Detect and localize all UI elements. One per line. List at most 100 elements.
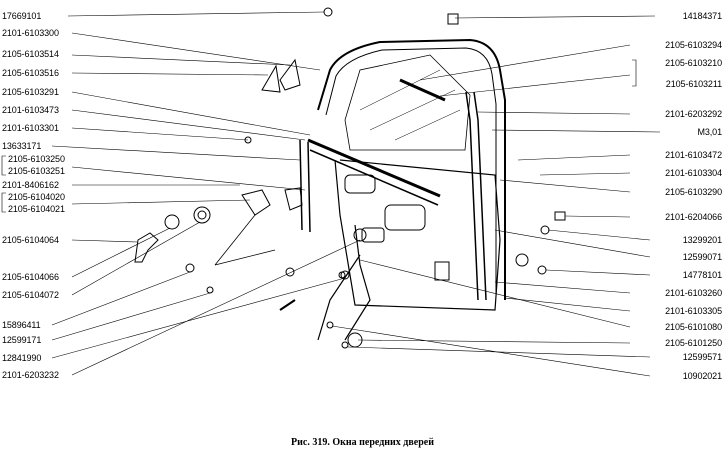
fastener xyxy=(206,286,214,294)
leader-line xyxy=(71,127,249,141)
upper-seal-strip xyxy=(399,78,446,102)
part-label: 2101-6103300 xyxy=(2,28,59,38)
part-label: 2105-6104020 xyxy=(8,192,65,202)
leader-line xyxy=(51,292,211,341)
part-label: 2105-6104066 xyxy=(2,272,59,282)
part-label: 2101-8406162 xyxy=(2,180,59,190)
label-group-bracket xyxy=(632,59,637,87)
leader-line xyxy=(357,339,631,344)
panel-opening xyxy=(361,227,385,243)
fastener xyxy=(338,271,346,279)
part-label: 2101-6103301 xyxy=(2,123,59,133)
part-label: 2105-6103514 xyxy=(2,49,59,59)
fastener xyxy=(285,267,295,277)
leader-line xyxy=(547,229,651,241)
part-label: 2105-6104064 xyxy=(2,235,59,245)
handle-ring xyxy=(197,210,207,220)
handle-ring xyxy=(193,206,211,224)
leader-line xyxy=(71,227,171,278)
part-label: 2105-6103294 xyxy=(665,40,722,50)
leader-line xyxy=(71,239,361,376)
panel-opening xyxy=(434,261,450,281)
leader-line xyxy=(494,229,651,258)
clip xyxy=(554,211,566,221)
leader-line xyxy=(71,109,306,141)
leader-line xyxy=(71,72,269,76)
label-group-bracket xyxy=(1,192,6,213)
guide-line xyxy=(214,249,276,266)
vent-window-seal xyxy=(279,58,301,91)
leader-line xyxy=(71,166,306,191)
part-label: 2105-6103210 xyxy=(665,58,722,68)
leader-line xyxy=(491,129,661,133)
panel-opening xyxy=(344,174,376,194)
leader-line xyxy=(71,91,311,136)
leader-line xyxy=(359,259,631,328)
part-label: 2101-6204066 xyxy=(665,212,722,222)
leader-line xyxy=(564,215,631,218)
leader-line xyxy=(477,111,631,115)
regulator-pulley xyxy=(353,228,367,242)
leader-line xyxy=(71,32,321,71)
part-label: 14184371 xyxy=(682,11,722,21)
clip xyxy=(447,13,459,25)
part-label: М3,01 xyxy=(697,127,722,137)
part-label: 12599171 xyxy=(2,335,42,345)
leader-line xyxy=(539,172,631,176)
screw xyxy=(279,299,296,311)
part-label: 2101-6103305 xyxy=(665,306,722,316)
part-label: 2105-6103290 xyxy=(665,187,722,197)
part-label: 14778101 xyxy=(682,270,722,280)
leader-line xyxy=(494,281,631,294)
fastener xyxy=(326,321,334,329)
part-label: 2101-6203292 xyxy=(665,109,722,119)
part-label: 2101-6103260 xyxy=(665,288,722,298)
leader-line xyxy=(71,54,291,66)
leader-line xyxy=(71,221,201,296)
leader-line xyxy=(51,271,191,326)
leader-line xyxy=(331,325,651,377)
label-group-bracket xyxy=(1,155,6,176)
leader-line xyxy=(71,239,139,243)
window-handle xyxy=(134,232,159,263)
leader-line xyxy=(51,145,301,161)
fastener xyxy=(537,265,547,275)
regulator-pulley xyxy=(340,270,350,280)
rear-run-channel xyxy=(465,91,487,301)
part-label: 2105-6104021 xyxy=(8,204,65,214)
fastener xyxy=(341,341,349,349)
leader-line xyxy=(545,269,651,276)
leader-line xyxy=(454,15,656,19)
part-label: 2101-6103472 xyxy=(665,150,722,160)
part-label: 2101-6103304 xyxy=(665,168,722,178)
fastener xyxy=(540,225,550,235)
handle-ring xyxy=(164,214,180,230)
fastener xyxy=(323,7,333,17)
leader-line xyxy=(67,11,325,17)
leader-line xyxy=(439,74,631,97)
fastener xyxy=(515,253,529,267)
regulator-bracket xyxy=(284,187,303,211)
part-label: 2101-6203232 xyxy=(2,370,59,380)
part-label: 13633171 xyxy=(2,141,42,151)
guide-line xyxy=(214,214,256,266)
part-label: 12841990 xyxy=(2,353,42,363)
part-label: 2105-6103211 xyxy=(665,79,722,89)
part-label: 17669101 xyxy=(2,11,42,21)
part-label: 2105-6101250 xyxy=(665,338,722,348)
leader-line xyxy=(51,277,346,359)
regulator-bracket xyxy=(241,189,271,216)
part-label: 2105-6104072 xyxy=(2,290,59,300)
part-label: 2105-6103251 xyxy=(8,166,65,176)
fastener xyxy=(185,263,195,273)
part-label: 12599571 xyxy=(682,352,722,362)
leader-line xyxy=(504,297,631,312)
door-inner-panel xyxy=(334,159,501,311)
leader-line xyxy=(71,199,251,205)
part-label: 10902021 xyxy=(682,371,722,381)
leader-line xyxy=(499,179,631,193)
lower-seal-strip xyxy=(307,138,441,198)
panel-opening xyxy=(384,204,426,231)
leader-line xyxy=(419,44,631,81)
front-run-channel xyxy=(299,139,311,233)
